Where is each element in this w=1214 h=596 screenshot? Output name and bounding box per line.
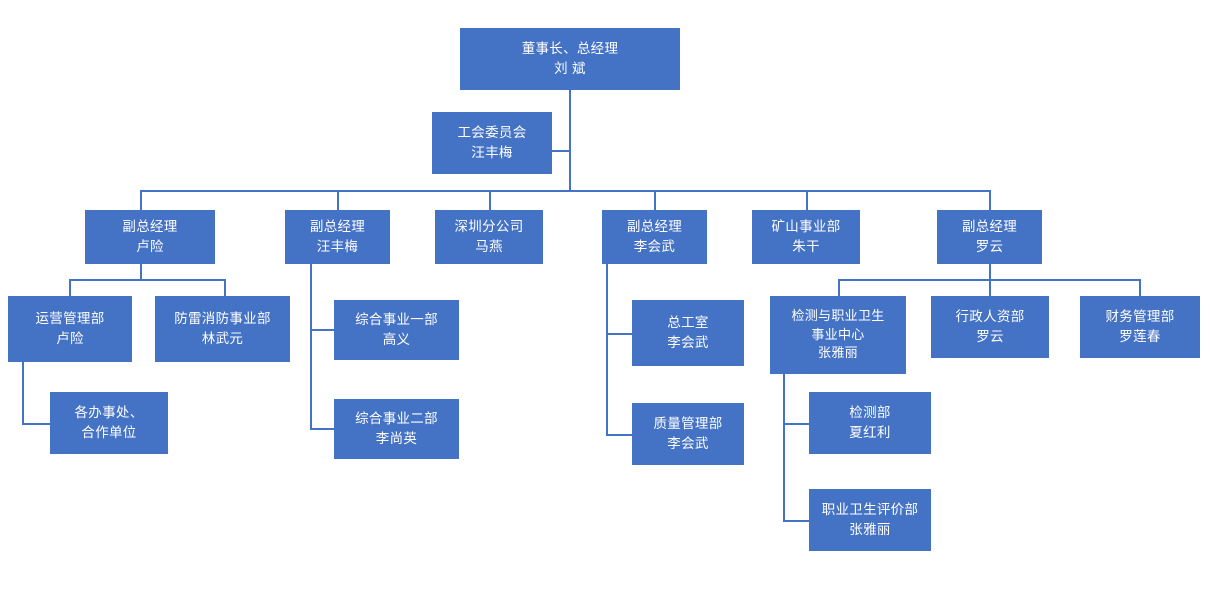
connector-lihuiwu-to-quality — [606, 434, 632, 436]
connector-row2-bar — [140, 190, 990, 192]
node-shenzhen-branch[interactable]: 深圳分公司 马燕 — [435, 210, 543, 264]
connector-luxian-down — [140, 264, 142, 280]
connector-wangfengmei-to-div2 — [310, 428, 334, 430]
node-union-committee-line1: 工会委员会 — [457, 125, 527, 141]
node-mining-division[interactable]: 矿山事业部 朱干 — [752, 210, 860, 264]
node-chairman-line2: 刘 斌 — [554, 61, 586, 76]
node-shenzhen-branch-line2: 马燕 — [475, 239, 503, 254]
node-union-committee[interactable]: 工会委员会 汪丰梅 — [432, 112, 552, 174]
node-chief-engineer-office[interactable]: 总工室 李会武 — [632, 300, 744, 366]
connector-drop-vp-luxian — [140, 190, 142, 210]
node-general-division-1[interactable]: 综合事业一部 高义 — [334, 300, 459, 360]
connector-operations-down — [22, 362, 24, 425]
connector-drop-lightning-fire — [224, 279, 226, 296]
node-admin-hr-dept-line2: 罗云 — [976, 329, 1004, 344]
node-offices-partners-line2: 合作单位 — [81, 425, 137, 440]
node-testing-health-center-line3: 张雅丽 — [818, 345, 858, 361]
node-admin-hr-dept-line1: 行政人资部 — [955, 309, 1025, 325]
node-vp-lihuiwu-line2: 李会武 — [633, 239, 676, 254]
connector-lihuiwu-down — [606, 264, 608, 436]
node-finance-dept[interactable]: 财务管理部 罗莲春 — [1080, 296, 1200, 358]
node-vp-luoyun-line2: 罗云 — [975, 239, 1004, 254]
node-vp-lihuiwu[interactable]: 副总经理 李会武 — [602, 210, 707, 264]
connector-drop-admin-hr — [989, 279, 991, 296]
node-testing-health-center-line1: 检测与职业卫生 — [791, 307, 885, 323]
node-testing-dept-line1: 检测部 — [849, 405, 891, 421]
connector-drop-vp-luoyun — [989, 190, 991, 210]
node-vp-luxian[interactable]: 副总经理 卢险 — [85, 210, 215, 264]
node-operations-dept-line2: 卢险 — [56, 331, 84, 346]
node-lightning-fire-division-line2: 林武元 — [201, 331, 244, 346]
node-chairman[interactable]: 董事长、总经理 刘 斌 — [460, 28, 680, 90]
node-testing-dept[interactable]: 检测部 夏红利 — [809, 392, 931, 454]
connector-union-stub — [551, 150, 571, 152]
connector-drop-testing-center — [838, 279, 840, 296]
node-vp-wangfengmei[interactable]: 副总经理 汪丰梅 — [285, 210, 390, 264]
connector-testing-center-down — [783, 374, 785, 522]
node-lightning-fire-division[interactable]: 防雷消防事业部 林武元 — [155, 296, 290, 362]
node-occupational-health-eval-dept-line1: 职业卫生评价部 — [821, 502, 919, 518]
node-vp-lihuiwu-line1: 副总经理 — [626, 219, 683, 235]
node-offices-partners-line1: 各办事处、 — [74, 405, 144, 421]
node-finance-dept-line2: 罗莲春 — [1119, 329, 1161, 344]
connector-drop-finance — [1139, 279, 1141, 296]
node-vp-wangfengmei-line2: 汪丰梅 — [316, 239, 359, 254]
node-quality-dept[interactable]: 质量管理部 李会武 — [632, 403, 744, 465]
node-testing-health-center[interactable]: 检测与职业卫生 事业中心 张雅丽 — [770, 296, 906, 374]
connector-drop-vp-lihuiwu — [654, 190, 656, 210]
connector-drop-vp-wangfengmei — [337, 190, 339, 210]
connector-wangfengmei-to-div1 — [310, 329, 334, 331]
node-finance-dept-line1: 财务管理部 — [1105, 309, 1175, 325]
node-occupational-health-eval-dept[interactable]: 职业卫生评价部 张雅丽 — [809, 489, 931, 551]
connector-drop-mining — [806, 190, 808, 210]
node-chief-engineer-office-line1: 总工室 — [667, 315, 709, 331]
connector-testing-center-to-health-eval — [783, 520, 809, 522]
node-quality-dept-line1: 质量管理部 — [653, 416, 723, 432]
node-general-division-1-line1: 综合事业一部 — [355, 312, 438, 328]
node-lightning-fire-division-line1: 防雷消防事业部 — [174, 311, 271, 327]
node-operations-dept-line1: 运营管理部 — [35, 311, 105, 327]
connector-testing-center-to-testing-dept — [783, 423, 809, 425]
connector-luoyun-down — [989, 264, 991, 280]
connector-wangfengmei-down — [310, 264, 312, 430]
node-mining-division-line2: 朱干 — [792, 239, 820, 254]
connector-drop-shenzhen — [489, 190, 491, 210]
node-offices-partners[interactable]: 各办事处、 合作单位 — [50, 392, 168, 454]
node-union-committee-line2: 汪丰梅 — [471, 145, 513, 160]
node-testing-health-center-line2: 事业中心 — [811, 326, 865, 342]
node-shenzhen-branch-line1: 深圳分公司 — [454, 219, 524, 235]
node-admin-hr-dept[interactable]: 行政人资部 罗云 — [931, 296, 1049, 358]
node-testing-dept-line2: 夏红利 — [849, 425, 891, 440]
node-general-division-2-line1: 综合事业二部 — [355, 411, 438, 427]
connector-lihuiwu-to-chief-engineer — [606, 333, 632, 335]
node-chairman-line1: 董事长、总经理 — [521, 41, 619, 57]
node-operations-dept[interactable]: 运营管理部 卢险 — [8, 296, 132, 362]
node-vp-luxian-line1: 副总经理 — [122, 219, 178, 235]
node-general-division-1-line2: 高义 — [382, 332, 411, 347]
connector-chairman-trunk — [569, 90, 571, 192]
node-general-division-2[interactable]: 综合事业二部 李尚英 — [334, 399, 459, 459]
connector-drop-operations — [69, 279, 71, 296]
connector-luxian-bar — [69, 279, 226, 281]
node-chief-engineer-office-line2: 李会武 — [667, 335, 709, 350]
node-quality-dept-line2: 李会武 — [667, 436, 709, 451]
node-vp-luoyun[interactable]: 副总经理 罗云 — [937, 210, 1042, 264]
node-vp-luoyun-line1: 副总经理 — [961, 219, 1018, 235]
connector-operations-to-offices — [22, 423, 50, 425]
node-general-division-2-line2: 李尚英 — [375, 431, 418, 446]
node-mining-division-line1: 矿山事业部 — [771, 219, 841, 235]
node-occupational-health-eval-dept-line2: 张雅丽 — [849, 522, 891, 537]
node-vp-wangfengmei-line1: 副总经理 — [309, 219, 366, 235]
node-vp-luxian-line2: 卢险 — [136, 239, 164, 254]
